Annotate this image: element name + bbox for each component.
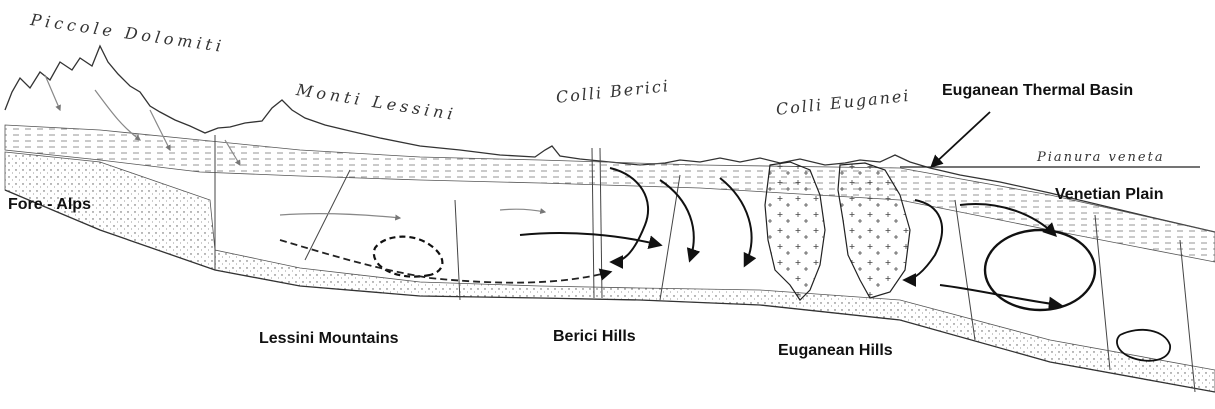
euganean-hills-label: Euganean Hills xyxy=(778,342,893,360)
dashed-flow-loop xyxy=(374,237,443,277)
berici-hills-label: Berici Hills xyxy=(553,328,636,346)
euganean-thermal-basin-label: Euganean Thermal Basin xyxy=(942,82,1133,100)
thermal-basin-pointer xyxy=(932,112,990,166)
venetian-plain-label: Venetian Plain xyxy=(1055,186,1163,204)
convection-cell xyxy=(985,230,1095,310)
pianura-veneta-label: Pianura veneta xyxy=(1037,150,1165,165)
lessini-mountains-label: Lessini Mountains xyxy=(259,330,399,348)
fore-alps-label: Fore - Alps xyxy=(8,196,91,214)
